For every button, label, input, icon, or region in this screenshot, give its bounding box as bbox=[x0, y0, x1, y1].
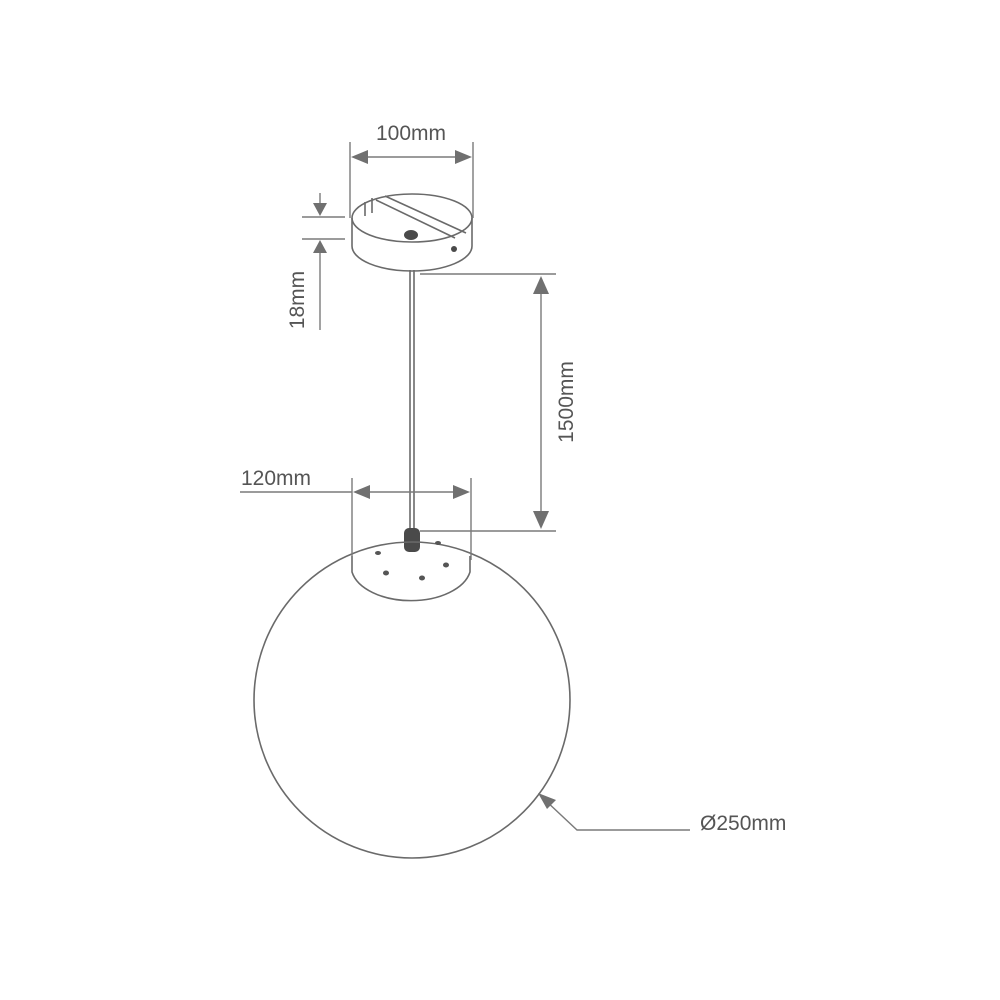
ceiling-canopy bbox=[351, 193, 473, 272]
dimension-globe-diameter bbox=[538, 793, 690, 831]
dimension-canopy-diameter bbox=[349, 142, 474, 218]
label-cap-diameter: 120mm bbox=[241, 467, 311, 490]
globe-shade bbox=[253, 541, 571, 859]
label-globe-diameter: Ø250mm bbox=[700, 812, 786, 835]
suspension-cord bbox=[404, 270, 420, 552]
label-cord-length: 1500mm bbox=[555, 361, 578, 443]
dimension-cap-diameter bbox=[240, 478, 472, 560]
label-canopy-diameter: 100mm bbox=[376, 122, 446, 145]
dimension-canopy-height bbox=[302, 193, 345, 330]
label-canopy-height: 18mm bbox=[286, 271, 309, 329]
dimension-cord-length bbox=[420, 273, 556, 532]
